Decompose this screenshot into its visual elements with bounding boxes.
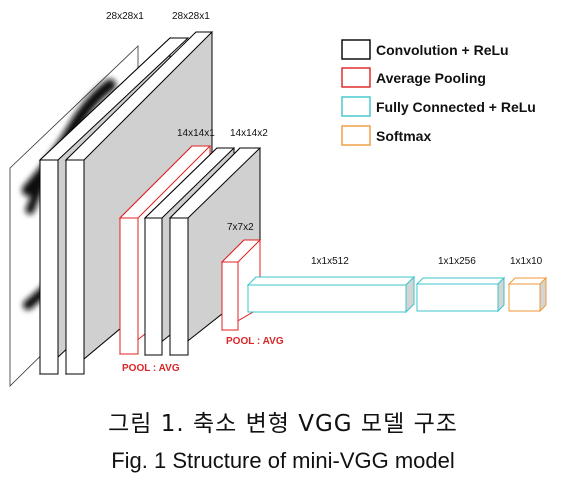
vgg-architecture-diagram: 28x28x1 28x28x1 14x14x1 14x14x2 7x7x2 1x… — [9, 11, 548, 387]
legend: Convolution + ReLu Average Pooling Fully… — [341, 39, 536, 146]
fc1-dim-label: 1x1x512 — [311, 256, 349, 267]
pool1-type-label: POOL : AVG — [122, 363, 180, 374]
pool2-dim-label: 7x7x2 — [227, 222, 254, 233]
fc1-block — [246, 275, 416, 314]
figure-caption-english: Fig. 1 Structure of mini-VGG model — [111, 448, 455, 473]
conv2b-block — [168, 147, 262, 357]
legend-swatch-fc — [341, 96, 371, 117]
legend-label-softmax: Softmax — [376, 128, 431, 144]
legend-swatch-conv — [341, 39, 371, 60]
softmax-block — [507, 276, 548, 313]
figure-caption-korean: 그림 1. 축소 변형 VGG 모델 구조 — [108, 411, 458, 437]
pool2-type-label: POOL : AVG — [226, 336, 284, 347]
fc2-dim-label: 1x1x256 — [438, 256, 476, 267]
legend-swatch-pool — [341, 67, 371, 88]
pool1-dim-label: 14x14x1 — [177, 128, 215, 139]
pool2-block — [220, 239, 262, 331]
softmax-dim-label: 1x1x10 — [510, 256, 543, 267]
legend-swatch-softmax — [341, 125, 371, 146]
conv2-dim-label: 14x14x2 — [230, 128, 268, 139]
fc2-block — [415, 276, 506, 313]
legend-label-conv: Convolution + ReLu — [376, 42, 509, 58]
conv1b-dim-label: 28x28x1 — [172, 11, 210, 22]
conv1a-dim-label: 28x28x1 — [106, 11, 144, 22]
legend-label-fc: Fully Connected + ReLu — [376, 99, 536, 115]
legend-label-pool: Average Pooling — [376, 70, 486, 86]
